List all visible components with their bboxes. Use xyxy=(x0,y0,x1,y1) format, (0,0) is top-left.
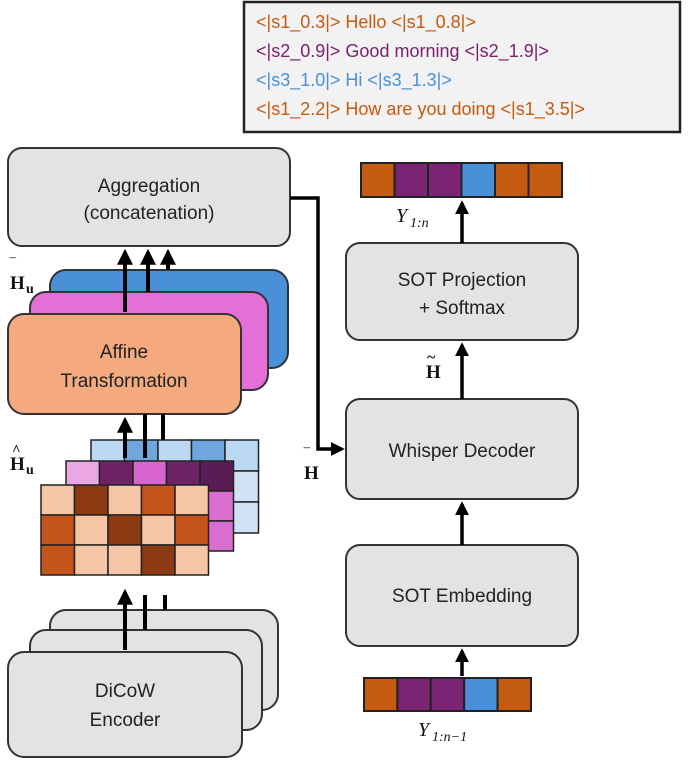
sot-embedding-block: SOT Embedding xyxy=(345,544,579,647)
output-transcript-panel: <|s1_0.3|> Hello <|s1_0.8|> <|s2_0.9|> G… xyxy=(242,0,682,134)
output-token-sequence xyxy=(360,162,563,198)
h-hat-u-accent: ^ xyxy=(12,443,21,459)
h-hat-u-sub: u xyxy=(26,463,34,478)
projection-label: SOT Projection xyxy=(398,270,526,291)
symbol-h-hat-u: H ^ u xyxy=(10,443,34,478)
transcript-line-3: <|s3_1.0|> Hi <|s3_1.3|> xyxy=(256,70,452,91)
h-bar-base: H xyxy=(304,463,319,484)
h-bar-u-base: H xyxy=(10,273,25,294)
orange-matrix-cell xyxy=(40,484,76,516)
affine-transformation-stack: Affine Transformation xyxy=(7,269,289,415)
left-arrows xyxy=(117,248,176,650)
input-token-1 xyxy=(363,677,399,712)
whisper-decoder-block: Whisper Decoder xyxy=(345,398,579,500)
y-out-sub: 1:n xyxy=(410,216,429,231)
symbol-h-bar-u: H ‾ u xyxy=(9,256,34,297)
orange-matrix-cell xyxy=(174,484,210,516)
orange-matrix-cell xyxy=(107,544,143,576)
symbol-y-in: Y 1:n−1 xyxy=(418,719,467,745)
orange-matrix-cell xyxy=(107,484,143,516)
h-bar-u-accent: ‾ xyxy=(9,256,17,275)
encoder-stack: DiCoW Encoder xyxy=(7,609,279,758)
symbol-y-out: Y 1:n xyxy=(396,205,429,231)
y-out-base: Y xyxy=(396,205,409,227)
orange-matrix-cell xyxy=(140,514,176,546)
output-token-2 xyxy=(393,162,429,198)
transcript-line-1: <|s1_0.3|> Hello <|s1_0.8|> xyxy=(256,12,476,33)
affine-label: Affine xyxy=(100,342,148,363)
aggregation-sublabel: (concatenation) xyxy=(84,203,215,224)
output-token-4 xyxy=(460,162,496,198)
encoder-layer-front xyxy=(7,651,243,758)
sot-projection-block: SOT Projection + Softmax xyxy=(345,242,579,341)
orange-matrix-cell xyxy=(73,544,109,576)
right-arrows xyxy=(290,196,469,676)
output-token-3 xyxy=(427,162,463,198)
embedding-label: SOT Embedding xyxy=(392,586,532,607)
symbol-h-bar: H ‾ xyxy=(303,446,319,484)
output-token-5 xyxy=(494,162,530,198)
transcript-line-4: <|s1_2.2|> How are you doing <|s1_3.5|> xyxy=(256,99,585,120)
y-in-sub: 1:n−1 xyxy=(432,730,467,745)
input-token-2 xyxy=(396,677,432,712)
orange-matrix-cell xyxy=(73,484,109,516)
input-token-4 xyxy=(463,677,499,712)
output-token-6 xyxy=(527,162,563,198)
output-token-1 xyxy=(360,162,396,198)
encoder-label: DiCoW xyxy=(95,681,155,702)
embedding-matrices xyxy=(40,439,260,576)
decoder-label: Whisper Decoder xyxy=(389,441,536,462)
encoder-sublabel: Encoder xyxy=(90,710,161,731)
affine-layer-front xyxy=(7,313,242,415)
y-in-base: Y xyxy=(418,719,431,741)
affine-sublabel: Transformation xyxy=(60,371,187,392)
h-hat-u-base: H xyxy=(10,454,25,475)
orange-matrix-cell xyxy=(40,514,76,546)
h-bar-u-sub: u xyxy=(26,282,34,297)
orange-matrix-cell xyxy=(73,514,109,546)
projection-sublabel: + Softmax xyxy=(419,298,506,319)
input-token-sequence xyxy=(363,677,533,712)
transcript-line-2: <|s2_0.9|> Good morning <|s2_1.9|> xyxy=(256,41,549,62)
orange-matrix-cell xyxy=(107,514,143,546)
aggregation-to-decoder-arrow xyxy=(290,196,345,456)
h-bar-accent: ‾ xyxy=(303,446,311,465)
orange-matrix-cell xyxy=(40,544,76,576)
aggregation-block: Aggregation (concatenation) xyxy=(7,147,291,247)
orange-matrix-cell xyxy=(140,544,176,576)
input-token-5 xyxy=(496,677,533,712)
h-tilde-accent: ~ xyxy=(427,349,436,366)
h-tilde-base: H xyxy=(426,362,441,383)
orange-matrix-cell xyxy=(140,484,176,516)
aggregation-label: Aggregation xyxy=(98,176,200,197)
orange-matrix-cell xyxy=(174,544,210,576)
orange-matrix-cell xyxy=(174,514,210,546)
symbol-h-tilde: H ~ xyxy=(426,349,441,383)
input-token-3 xyxy=(429,677,466,712)
